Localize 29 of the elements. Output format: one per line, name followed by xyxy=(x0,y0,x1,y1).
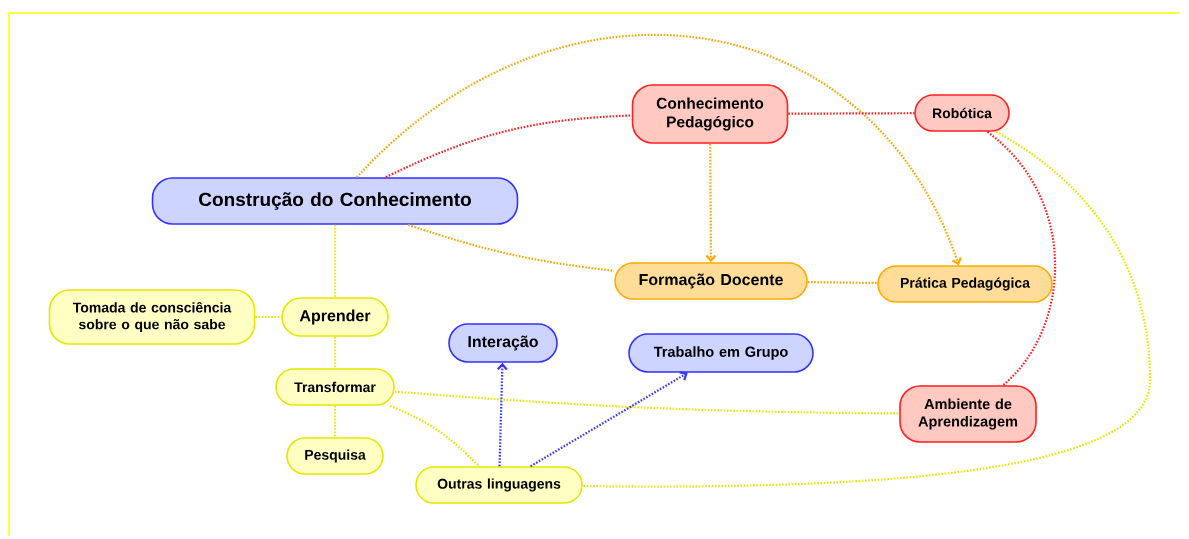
concept-box: Robótica xyxy=(914,94,1010,132)
connector xyxy=(385,114,632,179)
connector xyxy=(705,143,717,263)
concept-box: Tomada de consciência sobre o que não sabe xyxy=(48,289,256,345)
concept-box: Ambiente de Aprendizagem xyxy=(899,385,1037,443)
connector xyxy=(333,405,337,438)
connector xyxy=(788,112,915,115)
concept-box: Trabalho em Grupo xyxy=(628,333,814,373)
connector xyxy=(986,130,1057,386)
concept-box: Outras linguagens xyxy=(415,466,583,504)
connector xyxy=(333,224,337,298)
connector xyxy=(255,315,282,319)
connector xyxy=(389,404,480,467)
concept-box: Conhecimento Pedagógico xyxy=(631,84,789,144)
connector xyxy=(530,371,688,468)
concept-box: Construção do Conhecimento xyxy=(151,177,519,225)
concept-box: Pesquisa xyxy=(286,437,384,475)
connector xyxy=(333,336,337,369)
concept-box: Transformar xyxy=(275,368,395,406)
connector xyxy=(394,390,900,415)
concept-box: Aprender xyxy=(281,297,389,337)
concept-box: Prática Pedagógica xyxy=(877,265,1053,303)
concept-box: Interação xyxy=(448,323,558,363)
connector xyxy=(356,34,962,266)
connector xyxy=(807,281,878,285)
connector xyxy=(582,130,1152,488)
concept-box: Formação Docente xyxy=(614,262,808,300)
connector xyxy=(496,362,508,467)
connector xyxy=(407,223,615,272)
